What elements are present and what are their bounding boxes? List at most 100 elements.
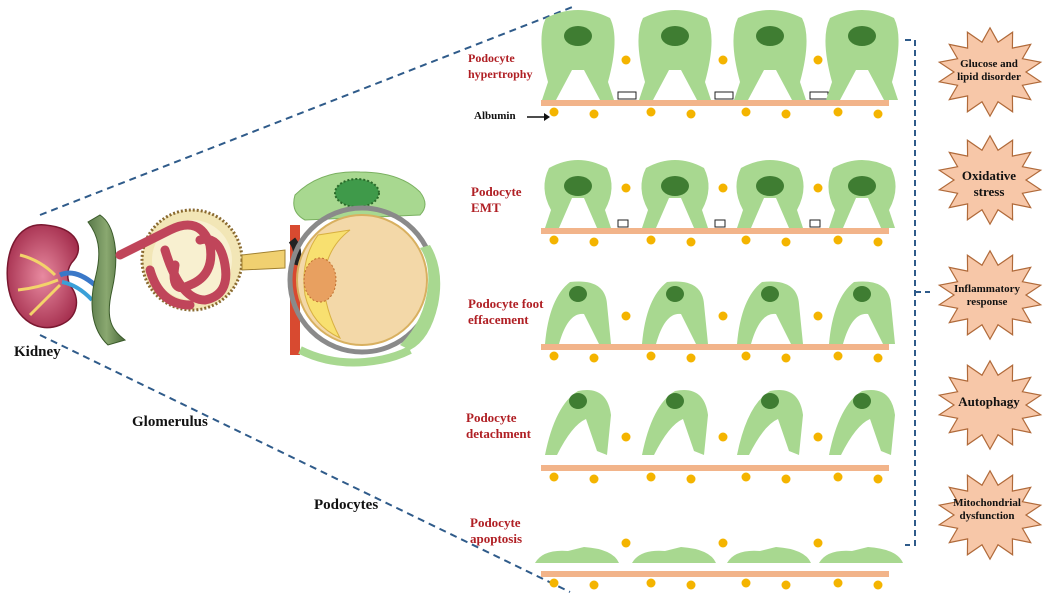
albumin-dot [718, 55, 728, 65]
podocyte-nucleus [853, 393, 871, 409]
kidney-illustration [6, 224, 97, 329]
albumin-dot [621, 55, 631, 65]
stage-label-detachment: Podocyte detachment [466, 410, 531, 442]
albumin-label: Albumin [474, 110, 516, 122]
albumin-dot [621, 432, 631, 442]
podocyte-nucleus [756, 26, 784, 46]
podocyte-cell [829, 390, 895, 455]
albumin-dot [741, 235, 751, 245]
podocyte-cell [642, 390, 708, 455]
mechanism-label-oxidative: Oxidative stress [946, 168, 1032, 200]
albumin-dot [873, 109, 883, 119]
albumin-dot [621, 538, 631, 548]
albumin-dot [686, 353, 696, 363]
podocytes-label: Podocytes [314, 497, 379, 513]
albumin-dot [741, 351, 751, 361]
glomerulus-illustration [87, 208, 286, 346]
stage-label-emt: Podocyte EMT [471, 184, 522, 216]
podocyte-nucleus [756, 176, 784, 196]
albumin-dot [813, 432, 823, 442]
stage-panel-apoptosis [535, 538, 903, 590]
kidney-label: Kidney [14, 344, 61, 360]
stage-effacement-line1: Podocyte foot [468, 296, 544, 311]
podocyte-cell [819, 547, 903, 563]
mechanism-starburst-mitochondrial [937, 469, 1043, 561]
stage-label-effacement: Podocyte foot effacement [468, 296, 543, 328]
podocyte-cell [632, 547, 716, 563]
stage-emt-line1: Podocyte [471, 184, 522, 199]
podocyte-cell [727, 547, 811, 563]
albumin-dot [646, 578, 656, 588]
stage-detachment-line1: Podocyte [466, 410, 517, 425]
albumin-dot [686, 474, 696, 484]
podocyte-cell [829, 281, 895, 344]
slit-diaphragm [617, 91, 637, 100]
albumin-dot [741, 472, 751, 482]
podocyte-cell [545, 390, 611, 455]
albumin-dot [833, 472, 843, 482]
podocyte-nucleus [848, 26, 876, 46]
albumin-dot [549, 351, 559, 361]
mechanism-glucose-line1: Glucose and [960, 58, 1018, 70]
mechanism-glucose-line2: lipid disorder [957, 71, 1021, 83]
mechanism-label-glucose: Glucose and lipid disorder [946, 58, 1032, 84]
podocyte-nucleus [848, 176, 876, 196]
stage-panel-effacement [541, 281, 895, 363]
stage-panel-hypertrophy [541, 10, 899, 119]
albumin-dot [741, 107, 751, 117]
albumin-dot [833, 351, 843, 361]
mechanism-label-mitochondrial: Mitochondrial dysfunction [944, 497, 1030, 523]
glomerulus-label: Glomerulus [132, 414, 208, 430]
albumin-dot [718, 311, 728, 321]
podocyte-cell [535, 547, 619, 563]
albumin-dot [781, 474, 791, 484]
podocyte-cell [642, 281, 708, 344]
stage-hypertrophy-line2: hypertrophy [468, 67, 533, 81]
albumin-dot [718, 538, 728, 548]
podocyte-cell [737, 390, 803, 455]
albumin-dot [589, 109, 599, 119]
albumin-dot [873, 474, 883, 484]
podocyte-nucleus [661, 26, 689, 46]
podocyte-cell [545, 281, 611, 344]
podocyte-cell [825, 10, 899, 100]
albumin-dot [781, 109, 791, 119]
stage-label-hypertrophy: Podocyte hypertrophy [468, 50, 532, 82]
mechanism-mitochondrial-line1: Mitochondrial [953, 497, 1021, 509]
slit-diaphragm [714, 91, 734, 100]
podocyte-cell [733, 10, 807, 100]
albumin-dot [549, 472, 559, 482]
albumin-dot [589, 353, 599, 363]
albumin-dot [621, 311, 631, 321]
stage-emt-line2: EMT [471, 200, 501, 215]
albumin-dot [873, 353, 883, 363]
mechanism-mitochondrial-line2: dysfunction [959, 510, 1015, 522]
mechanism-oxidative-line2: stress [973, 184, 1005, 199]
albumin-dot [813, 538, 823, 548]
podocyte-cell [638, 10, 712, 100]
zoom-lines [39, 5, 576, 593]
albumin-dot [833, 107, 843, 117]
mechanism-label-inflammatory: Inflammatory response [944, 283, 1030, 309]
albumin-dot [646, 235, 656, 245]
albumin-dot [741, 578, 751, 588]
albumin-dot [686, 580, 696, 590]
mechanism-autophagy-line1: Autophagy [958, 394, 1020, 409]
stages-layer [535, 10, 903, 590]
mechanism-label-autophagy: Autophagy [946, 395, 1032, 408]
mechanism-inflammatory-line2: response [966, 296, 1008, 308]
albumin-dot [718, 432, 728, 442]
albumin-dot [646, 107, 656, 117]
membrane-hypertrophy [541, 100, 889, 106]
mechanism-bracket [905, 39, 916, 546]
podocyte-nucleus [564, 26, 592, 46]
albumin-dot [646, 472, 656, 482]
mechanism-oxidative-line1: Oxidative [961, 168, 1017, 183]
slit-diaphragm [809, 219, 821, 228]
albumin-dot [686, 109, 696, 119]
podocyte-cross-section [287, 160, 441, 370]
albumin-dot [833, 578, 843, 588]
podocyte-nucleus [761, 393, 779, 409]
stage-panel-emt [541, 160, 896, 247]
